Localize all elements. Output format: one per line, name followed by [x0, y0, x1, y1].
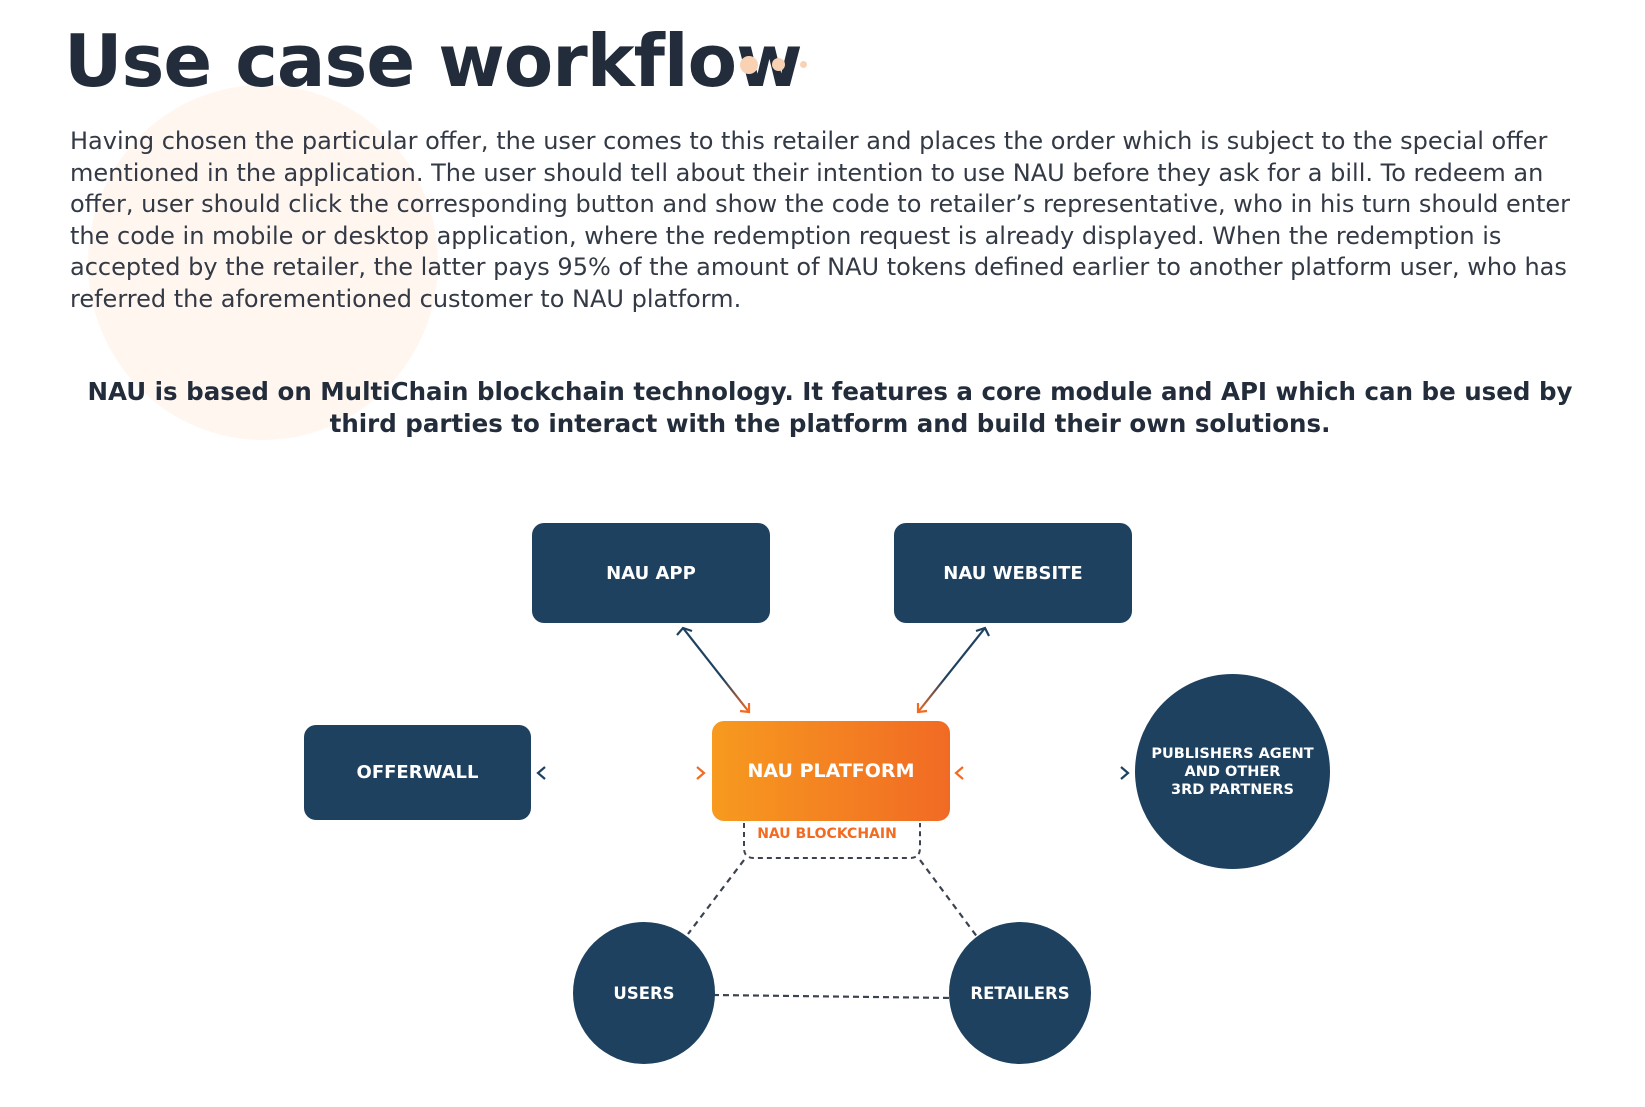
background-decor-circle [88, 85, 438, 440]
arrowhead-platform-left [696, 766, 706, 780]
decor-dot-small [800, 61, 807, 68]
dashed-blockchain-retailers [919, 859, 979, 939]
node-offerwall: OFFERWALL [304, 725, 531, 820]
arrowhead-app [676, 626, 693, 636]
blockchain-dashed-bracket [743, 823, 921, 859]
connector-app-platform [682, 627, 750, 713]
node-publishers-agent: PUBLISHERS AGENT AND OTHER 3RD PARTNERS [1135, 674, 1330, 869]
node-retailers: RETAILERS [949, 922, 1091, 1064]
description-paragraph: Having chosen the particular offer, the … [70, 127, 1571, 313]
arrowhead-website [975, 626, 990, 637]
decor-dot-large [740, 56, 758, 74]
node-nau-app: NAU APP [532, 523, 770, 623]
arrowhead-platform-top-left [739, 703, 751, 714]
arrowhead-offerwall [536, 766, 546, 780]
arrowhead-platform-top-right [916, 703, 928, 714]
dashed-blockchain-users [687, 859, 745, 935]
decor-dot-medium [772, 58, 785, 71]
arrowhead-publishers [1120, 766, 1130, 780]
node-users: USERS [573, 922, 715, 1064]
connector-website-platform [917, 627, 986, 713]
arrowhead-platform-right [954, 766, 964, 780]
multichain-note: NAU is based on MultiChain blockchain te… [87, 377, 1573, 438]
node-nau-blockchain: NAU BLOCKCHAIN [757, 826, 897, 842]
node-nau-platform: NAU PLATFORM [712, 721, 950, 821]
page-title: Use case workflow [64, 19, 803, 103]
dashed-users-retailers [712, 993, 953, 1000]
node-nau-website: NAU WEBSITE [894, 523, 1132, 623]
